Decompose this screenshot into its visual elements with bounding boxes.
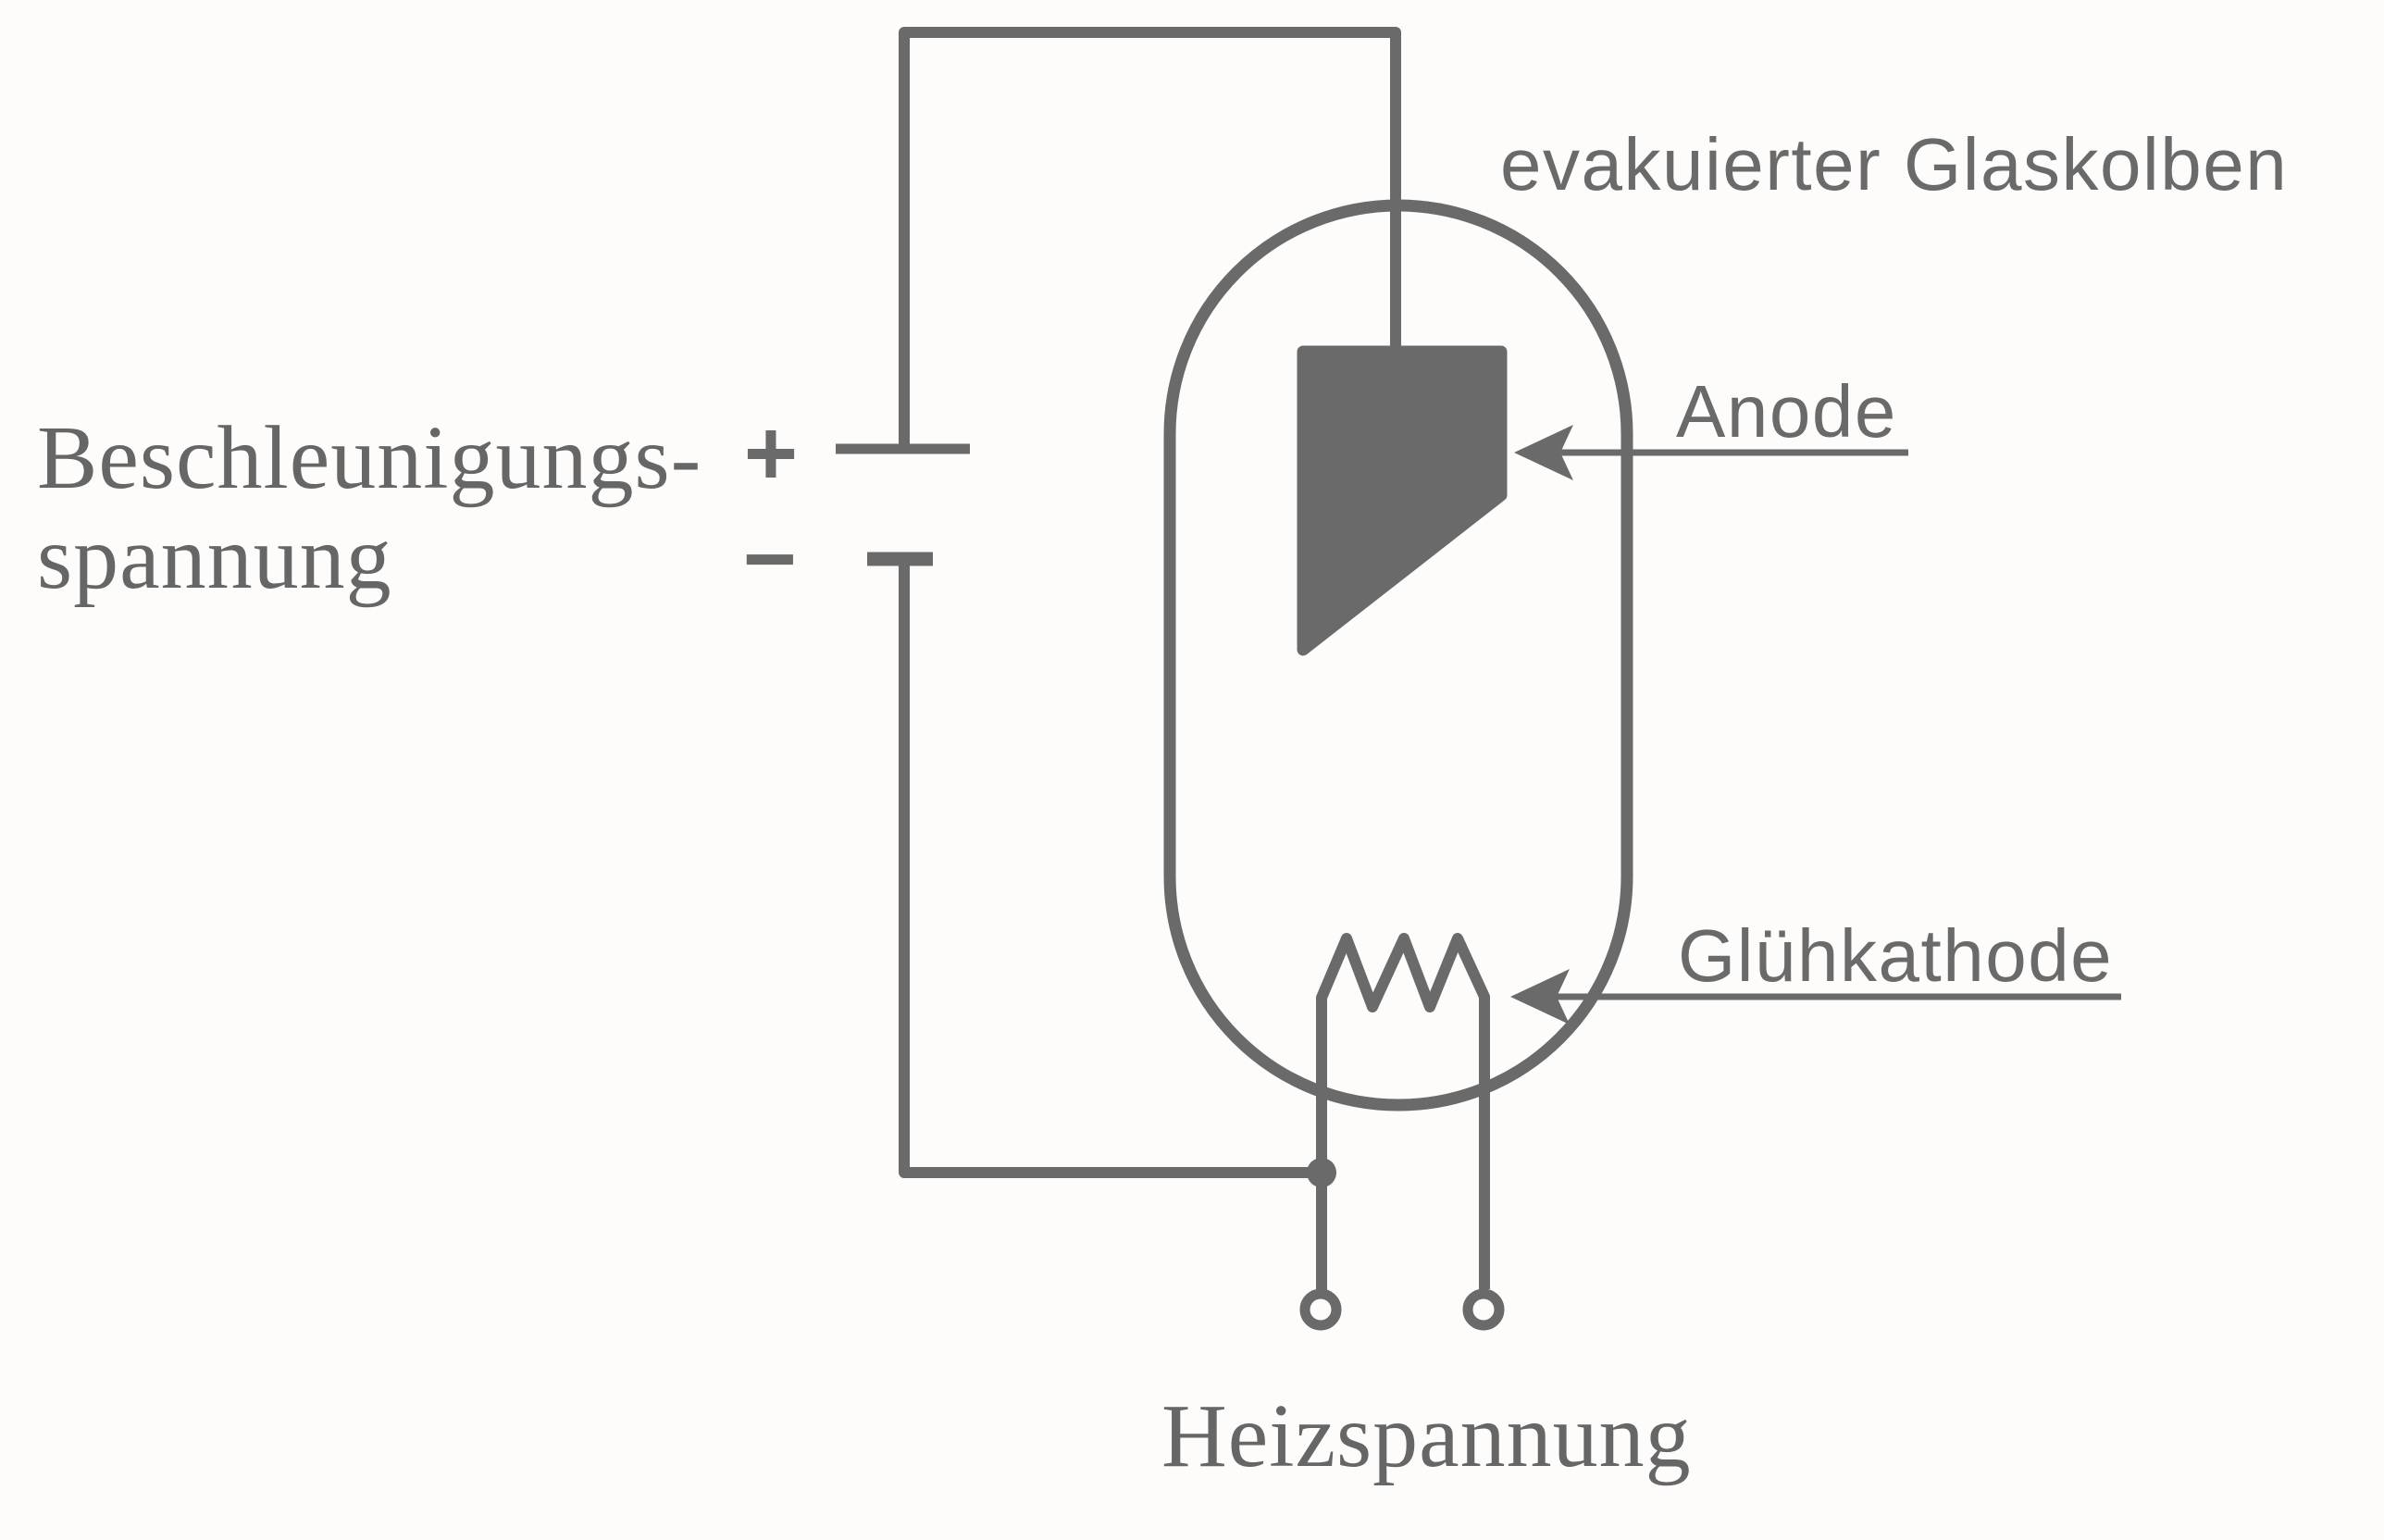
- anode-arrowhead-icon: [1514, 425, 1573, 480]
- glass-bulb-outline: [1163, 199, 1633, 1112]
- anode-arrow: [1514, 425, 1908, 480]
- acceleration-voltage-label-line2: spannung: [37, 508, 392, 608]
- wire-junction-dot: [1307, 1158, 1336, 1187]
- battery-plus-sign: +: [743, 402, 799, 505]
- cathode-label: Glühkathode: [1678, 914, 2114, 997]
- cathode-arrowhead-icon: [1510, 969, 1570, 1025]
- anode-supply-wire: [899, 27, 1401, 449]
- heater-filament-zigzag: [1316, 933, 1490, 1292]
- heater-terminal-right: [1462, 1288, 1505, 1331]
- cathode-return-wire: [899, 559, 1322, 1178]
- battery-symbol: [836, 443, 970, 566]
- cathode-arrow: [1510, 969, 2121, 1025]
- anode-plate-shape: [1297, 345, 1508, 656]
- glass-bulb-label: evakuierter Glaskolben: [1500, 123, 2289, 205]
- acceleration-voltage-label-line1: Beschleunigungs-: [37, 408, 702, 508]
- battery-minus-sign: −: [742, 507, 798, 611]
- anode-label: Anode: [1676, 370, 1897, 453]
- heater-terminal-left: [1299, 1288, 1342, 1331]
- heater-voltage-label: Heizspannung: [1161, 1386, 1692, 1486]
